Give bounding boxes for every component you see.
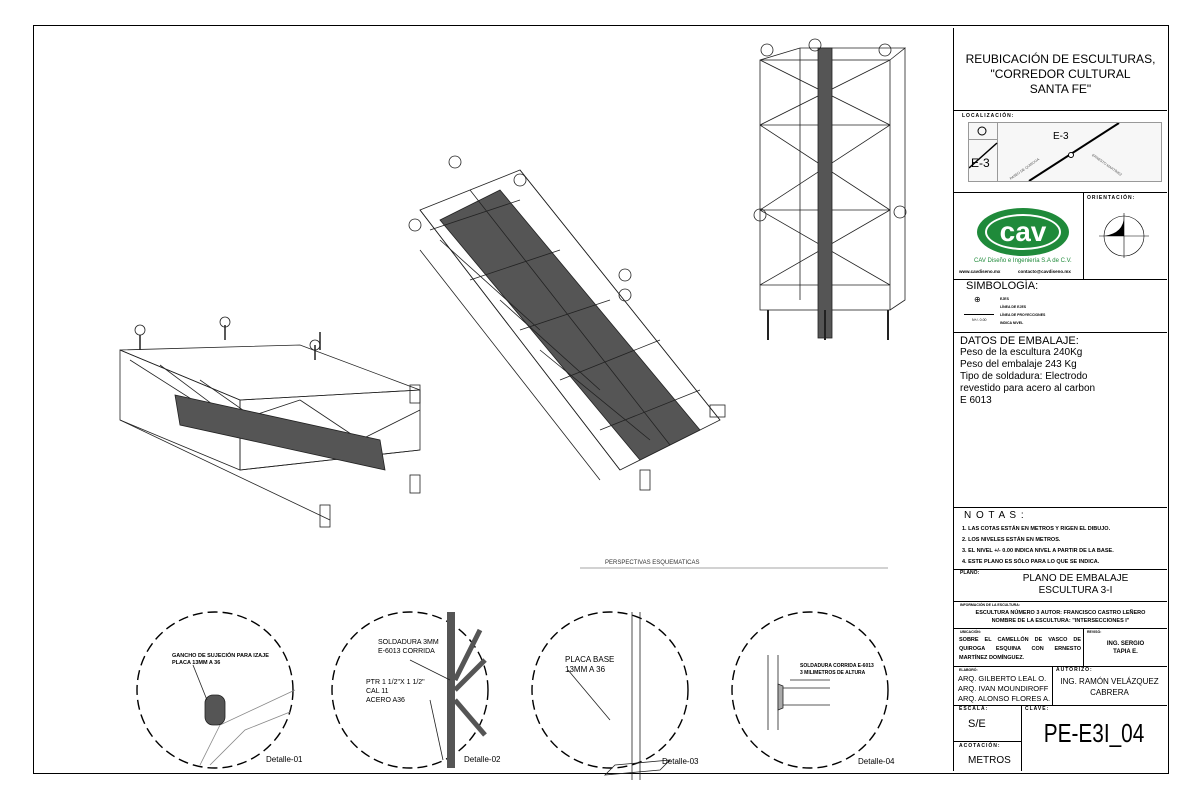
detail-03-circle	[531, 611, 689, 769]
acotacion-value: METROS	[968, 755, 1011, 766]
datos-embalaje: DATOS DE EMBALAJE: Peso de la escultura …	[960, 335, 1096, 406]
vertical-tower-drawing	[753, 38, 907, 340]
project-title: REUBICACIÓN DE ESCULTURAS,"CORREDOR CULT…	[965, 52, 1156, 96]
north-arrow-icon	[1099, 213, 1149, 258]
reviso-label: REVISÓ:	[1087, 630, 1102, 634]
simbologia-title: SIMBOLOGÍA:	[966, 280, 1039, 292]
detail-04-label: Detalle-04	[858, 757, 895, 766]
detail-04-circle	[731, 611, 889, 769]
ubicacion-text: SOBRE EL CAMELLÓN DE VASCO DE QUIROGA ES…	[959, 637, 1081, 661]
title-block: REUBICACIÓN DE ESCULTURAS,"CORREDOR CULT…	[953, 28, 1167, 771]
diagonal-frame-drawing	[408, 155, 726, 491]
elaboro-label: ELABORÓ:	[959, 668, 978, 672]
marker-small: E-3	[971, 156, 990, 170]
detail-01-circle	[136, 611, 294, 769]
projection-line-symbol	[964, 314, 994, 315]
detail-02-circle	[331, 611, 489, 769]
location-map: E-3 E-3 PASEO DE QUIROGA ERNESTO MARTÍNE…	[968, 122, 1162, 182]
company-website[interactable]: www.cavdiseno.mx	[959, 269, 1001, 274]
section-title: PERSPECTIVAS ESQUEMATICAS	[605, 560, 700, 566]
plano-label: PLANO:	[960, 570, 980, 576]
info-text: ESCULTURA NÚMERO 3 AUTOR: FRANCISCO CAST…	[975, 610, 1146, 624]
ubicacion-label: UBICACIÓN:	[960, 630, 981, 634]
escala-label: ESCALA:	[959, 706, 989, 712]
detail-03-label: Detalle-03	[662, 757, 699, 766]
elaboro-names: ARQ. GILBERTO LEAL O.ARQ. IVAN MOUNDIROF…	[958, 674, 1051, 703]
localizacion-label: LOCALIZACIÓN:	[962, 113, 1015, 119]
horizontal-frame-drawing	[119, 316, 421, 528]
detail-02-label: Detalle-02	[464, 755, 501, 764]
ejes-symbol-icon: ⊕	[974, 295, 981, 304]
clave-label: CLAVE:	[1025, 706, 1050, 712]
nivel-tag: N+/- 0.00	[972, 318, 987, 322]
info-label: INFORMACIÓN DE LA ESCULTURA:	[960, 603, 1020, 607]
drawing-frame	[33, 25, 1169, 774]
escala-value: S/E	[968, 718, 986, 730]
autorizo-label: AUTORIZÓ:	[1056, 667, 1093, 673]
marker-map: E-3	[1053, 131, 1069, 142]
notas-list: 1. LAS COTAS ESTÁN EN METROS Y RIGEN EL …	[962, 526, 1114, 565]
company-name: CAV Diseño e Ingeniería S.A de C.V.	[974, 258, 1072, 264]
notas-title: N O T A S :	[964, 510, 1025, 521]
clave-value: PE-E3I_04	[1043, 718, 1145, 748]
acotacion-label: ACOTACIÓN:	[959, 743, 1001, 749]
detail-01-label: Detalle-01	[266, 755, 303, 764]
cav-logo: cav	[977, 208, 1069, 256]
perspective-drawings	[119, 38, 907, 780]
company-email[interactable]: contacto@cavdiseno.mx	[1018, 269, 1071, 274]
orientacion-label: ORIENTACIÓN:	[1087, 195, 1136, 201]
